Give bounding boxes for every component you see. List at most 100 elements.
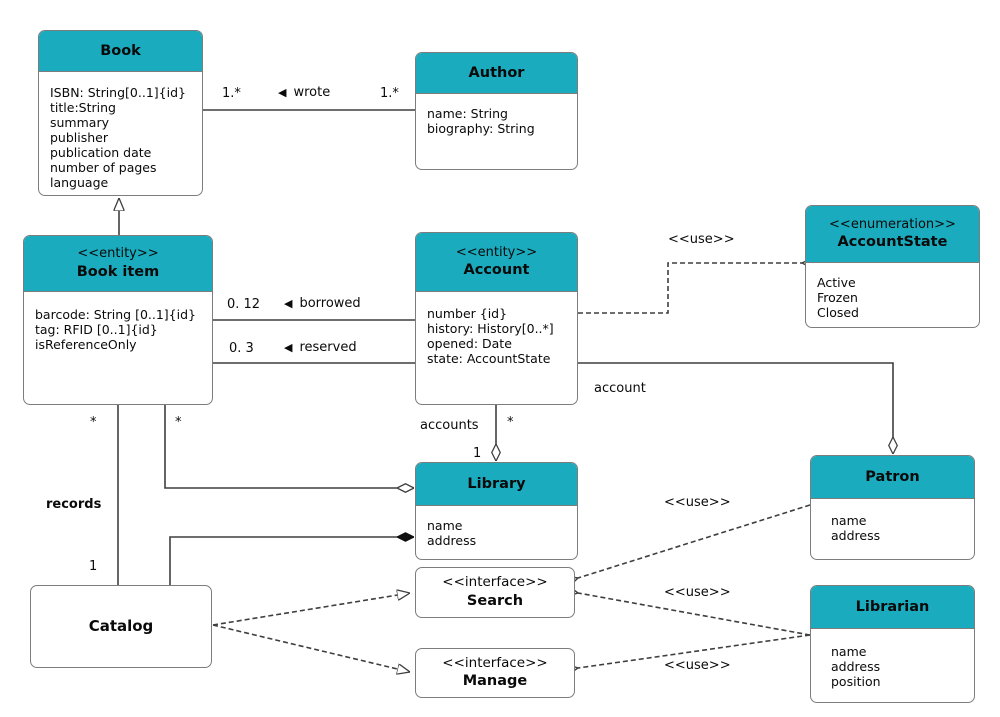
attribute: isReferenceOnly bbox=[35, 337, 137, 352]
class-name: Book bbox=[100, 42, 141, 59]
interface-search[interactable]: <<interface>> Search bbox=[415, 567, 575, 618]
class-account-state-values: Active Frozen Closed bbox=[806, 263, 979, 324]
edge-label-accounts: accounts bbox=[420, 418, 479, 433]
class-patron-attributes: name address bbox=[811, 499, 974, 547]
multiplicity-records-one: 1 bbox=[89, 559, 98, 574]
edge-catalog-library-composition bbox=[169, 537, 414, 585]
multiplicity-accounts-star: * bbox=[507, 415, 514, 430]
attribute: address bbox=[831, 659, 881, 674]
class-book-item[interactable]: <<entity>> Book item barcode: String [0.… bbox=[23, 235, 213, 405]
edge-label-account: account bbox=[594, 381, 646, 396]
attribute: ISBN: String[0..1]{id} bbox=[50, 85, 186, 100]
direction-arrow-icon: ◀ bbox=[284, 297, 293, 310]
attribute: barcode: String [0..1]{id} bbox=[35, 307, 196, 322]
attribute: summary bbox=[50, 115, 109, 130]
class-name: Library bbox=[467, 475, 526, 492]
class-name: Book item bbox=[76, 263, 160, 280]
class-stereotype: <<enumeration>> bbox=[829, 216, 956, 232]
edge-patron-search-use bbox=[578, 504, 811, 578]
edge-label-use-patron-search: <<use>> bbox=[664, 495, 731, 510]
class-catalog[interactable]: Catalog bbox=[30, 585, 212, 668]
class-library-attributes: name address bbox=[416, 506, 577, 552]
attribute: language bbox=[50, 175, 109, 190]
attribute: name bbox=[831, 644, 867, 659]
class-account-header: <<entity>> Account bbox=[416, 233, 577, 292]
attribute: tag: RFID [0..1]{id} bbox=[35, 322, 158, 337]
class-book-attributes: ISBN: String[0..1]{id} title:String summ… bbox=[39, 72, 202, 194]
class-stereotype: <<entity>> bbox=[455, 244, 538, 260]
edge-catalog-search-realization bbox=[212, 593, 410, 626]
multiplicity-borrowed: 0. 12 bbox=[227, 297, 261, 312]
direction-arrow-icon: ◀ bbox=[284, 341, 293, 354]
attribute: address bbox=[427, 533, 477, 548]
class-author-attributes: name: String biography: String bbox=[416, 94, 577, 140]
class-author[interactable]: Author name: String biography: String bbox=[415, 52, 578, 170]
multiplicity-book-wrote: 1.* bbox=[222, 86, 241, 101]
class-book-item-attributes: barcode: String [0..1]{id} tag: RFID [0.… bbox=[24, 292, 212, 356]
multiplicity-accounts-one: 1 bbox=[473, 446, 482, 461]
class-name: Author bbox=[468, 64, 525, 81]
attribute: title:String bbox=[50, 100, 116, 115]
edge-librarian-manage-use bbox=[578, 634, 811, 668]
edge-label-use-accountstate: <<use>> bbox=[668, 232, 735, 247]
attribute: number {id} bbox=[427, 306, 508, 321]
class-name: Patron bbox=[865, 468, 920, 485]
attribute: position bbox=[831, 674, 881, 689]
edge-label-use-librarian-search: <<use>> bbox=[664, 585, 731, 600]
class-name: Manage bbox=[462, 673, 528, 690]
class-librarian[interactable]: Librarian name address position bbox=[810, 585, 975, 703]
edge-label-wrote: ◀wrote bbox=[278, 85, 331, 100]
attribute: state: AccountState bbox=[427, 351, 551, 366]
enum-value: Frozen bbox=[817, 290, 858, 305]
enum-value: Active bbox=[817, 275, 856, 290]
class-account-state-header: <<enumeration>> AccountState bbox=[806, 206, 979, 263]
multiplicity-records-star: * bbox=[90, 415, 97, 430]
interface-manage[interactable]: <<interface>> Manage bbox=[415, 648, 575, 698]
direction-arrow-icon: ◀ bbox=[278, 86, 287, 99]
edge-account-patron-aggregation bbox=[578, 362, 893, 454]
class-librarian-header: Librarian bbox=[811, 586, 974, 629]
class-patron[interactable]: Patron name address bbox=[810, 455, 975, 560]
multiplicity-author-wrote: 1.* bbox=[380, 86, 399, 101]
class-author-header: Author bbox=[416, 53, 577, 94]
class-name: Account bbox=[463, 262, 530, 279]
attribute: address bbox=[831, 528, 881, 543]
class-book-header: Book bbox=[39, 31, 202, 72]
class-stereotype: <<interface>> bbox=[442, 654, 548, 671]
attribute: biography: String bbox=[427, 121, 535, 136]
class-book[interactable]: Book ISBN: String[0..1]{id} title:String… bbox=[38, 30, 203, 196]
multiplicity-reserved: 0. 3 bbox=[229, 341, 254, 356]
class-book-item-header: <<entity>> Book item bbox=[24, 236, 212, 292]
attribute: number of pages bbox=[50, 160, 157, 175]
edge-account-accountstate-use bbox=[578, 263, 802, 314]
attribute: name: String bbox=[427, 106, 508, 121]
edge-label-records: records bbox=[46, 497, 102, 512]
enum-value: Closed bbox=[817, 305, 859, 320]
attribute: name bbox=[831, 513, 867, 528]
edge-librarian-search-use bbox=[578, 593, 811, 636]
attribute: opened: Date bbox=[427, 336, 512, 351]
class-name: Catalog bbox=[88, 616, 154, 635]
multiplicity-library-agg-star: * bbox=[175, 415, 182, 430]
attribute: publication date bbox=[50, 145, 152, 160]
class-patron-header: Patron bbox=[811, 456, 974, 499]
edge-label-borrowed: ◀borrowed bbox=[284, 296, 361, 311]
attribute: publisher bbox=[50, 130, 109, 145]
attribute: name bbox=[427, 518, 463, 533]
class-name: Librarian bbox=[855, 598, 930, 615]
class-account-attributes: number {id} history: History[0..*] opene… bbox=[416, 292, 577, 370]
edge-catalog-manage-realization bbox=[212, 624, 410, 672]
class-account-state[interactable]: <<enumeration>> AccountState Active Froz… bbox=[805, 205, 980, 328]
edge-label-reserved: ◀reserved bbox=[284, 340, 357, 355]
attribute: history: History[0..*] bbox=[427, 321, 554, 336]
class-name: AccountState bbox=[837, 234, 948, 251]
class-stereotype: <<interface>> bbox=[442, 574, 548, 591]
edge-bookitem-library-aggregation bbox=[164, 405, 414, 488]
class-stereotype: <<entity>> bbox=[77, 246, 159, 262]
edge-label-use-librarian-manage: <<use>> bbox=[664, 658, 731, 673]
class-account[interactable]: <<entity>> Account number {id} history: … bbox=[415, 232, 578, 405]
class-name: Search bbox=[466, 592, 524, 609]
class-library[interactable]: Library name address bbox=[415, 462, 578, 560]
